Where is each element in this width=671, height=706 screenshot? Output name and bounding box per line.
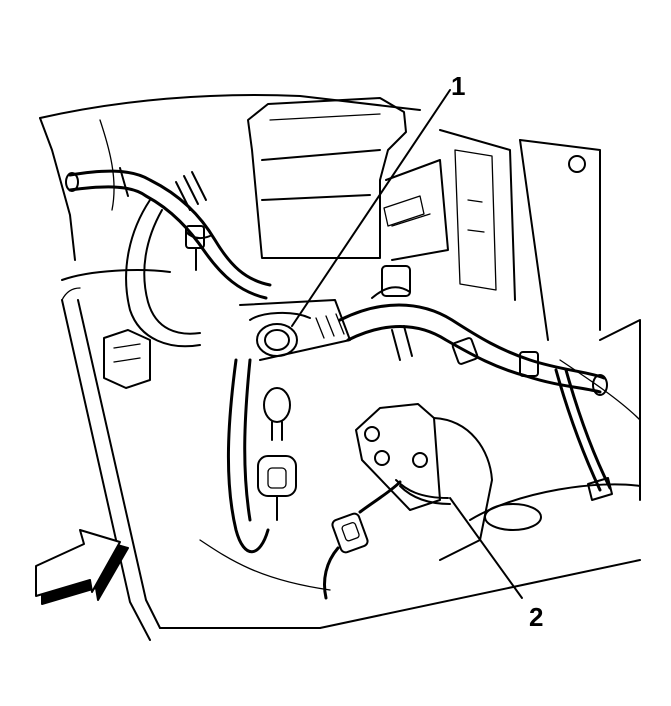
control-module-block: [247, 97, 449, 261]
callout-1-leader: [291, 89, 451, 327]
wiring-harness-left: [65, 167, 272, 389]
callout-2-leader: [449, 497, 523, 599]
callout-1-label: 1: [451, 71, 465, 101]
wiring-harness-right: [338, 265, 613, 501]
direction-arrow-icon: [35, 529, 129, 605]
callout-2-label: 2: [529, 602, 543, 632]
grommet-connector-assembly: [226, 299, 351, 554]
sensor-bracket-assembly: [323, 403, 493, 600]
vehicle-body-structure: [39, 93, 641, 641]
